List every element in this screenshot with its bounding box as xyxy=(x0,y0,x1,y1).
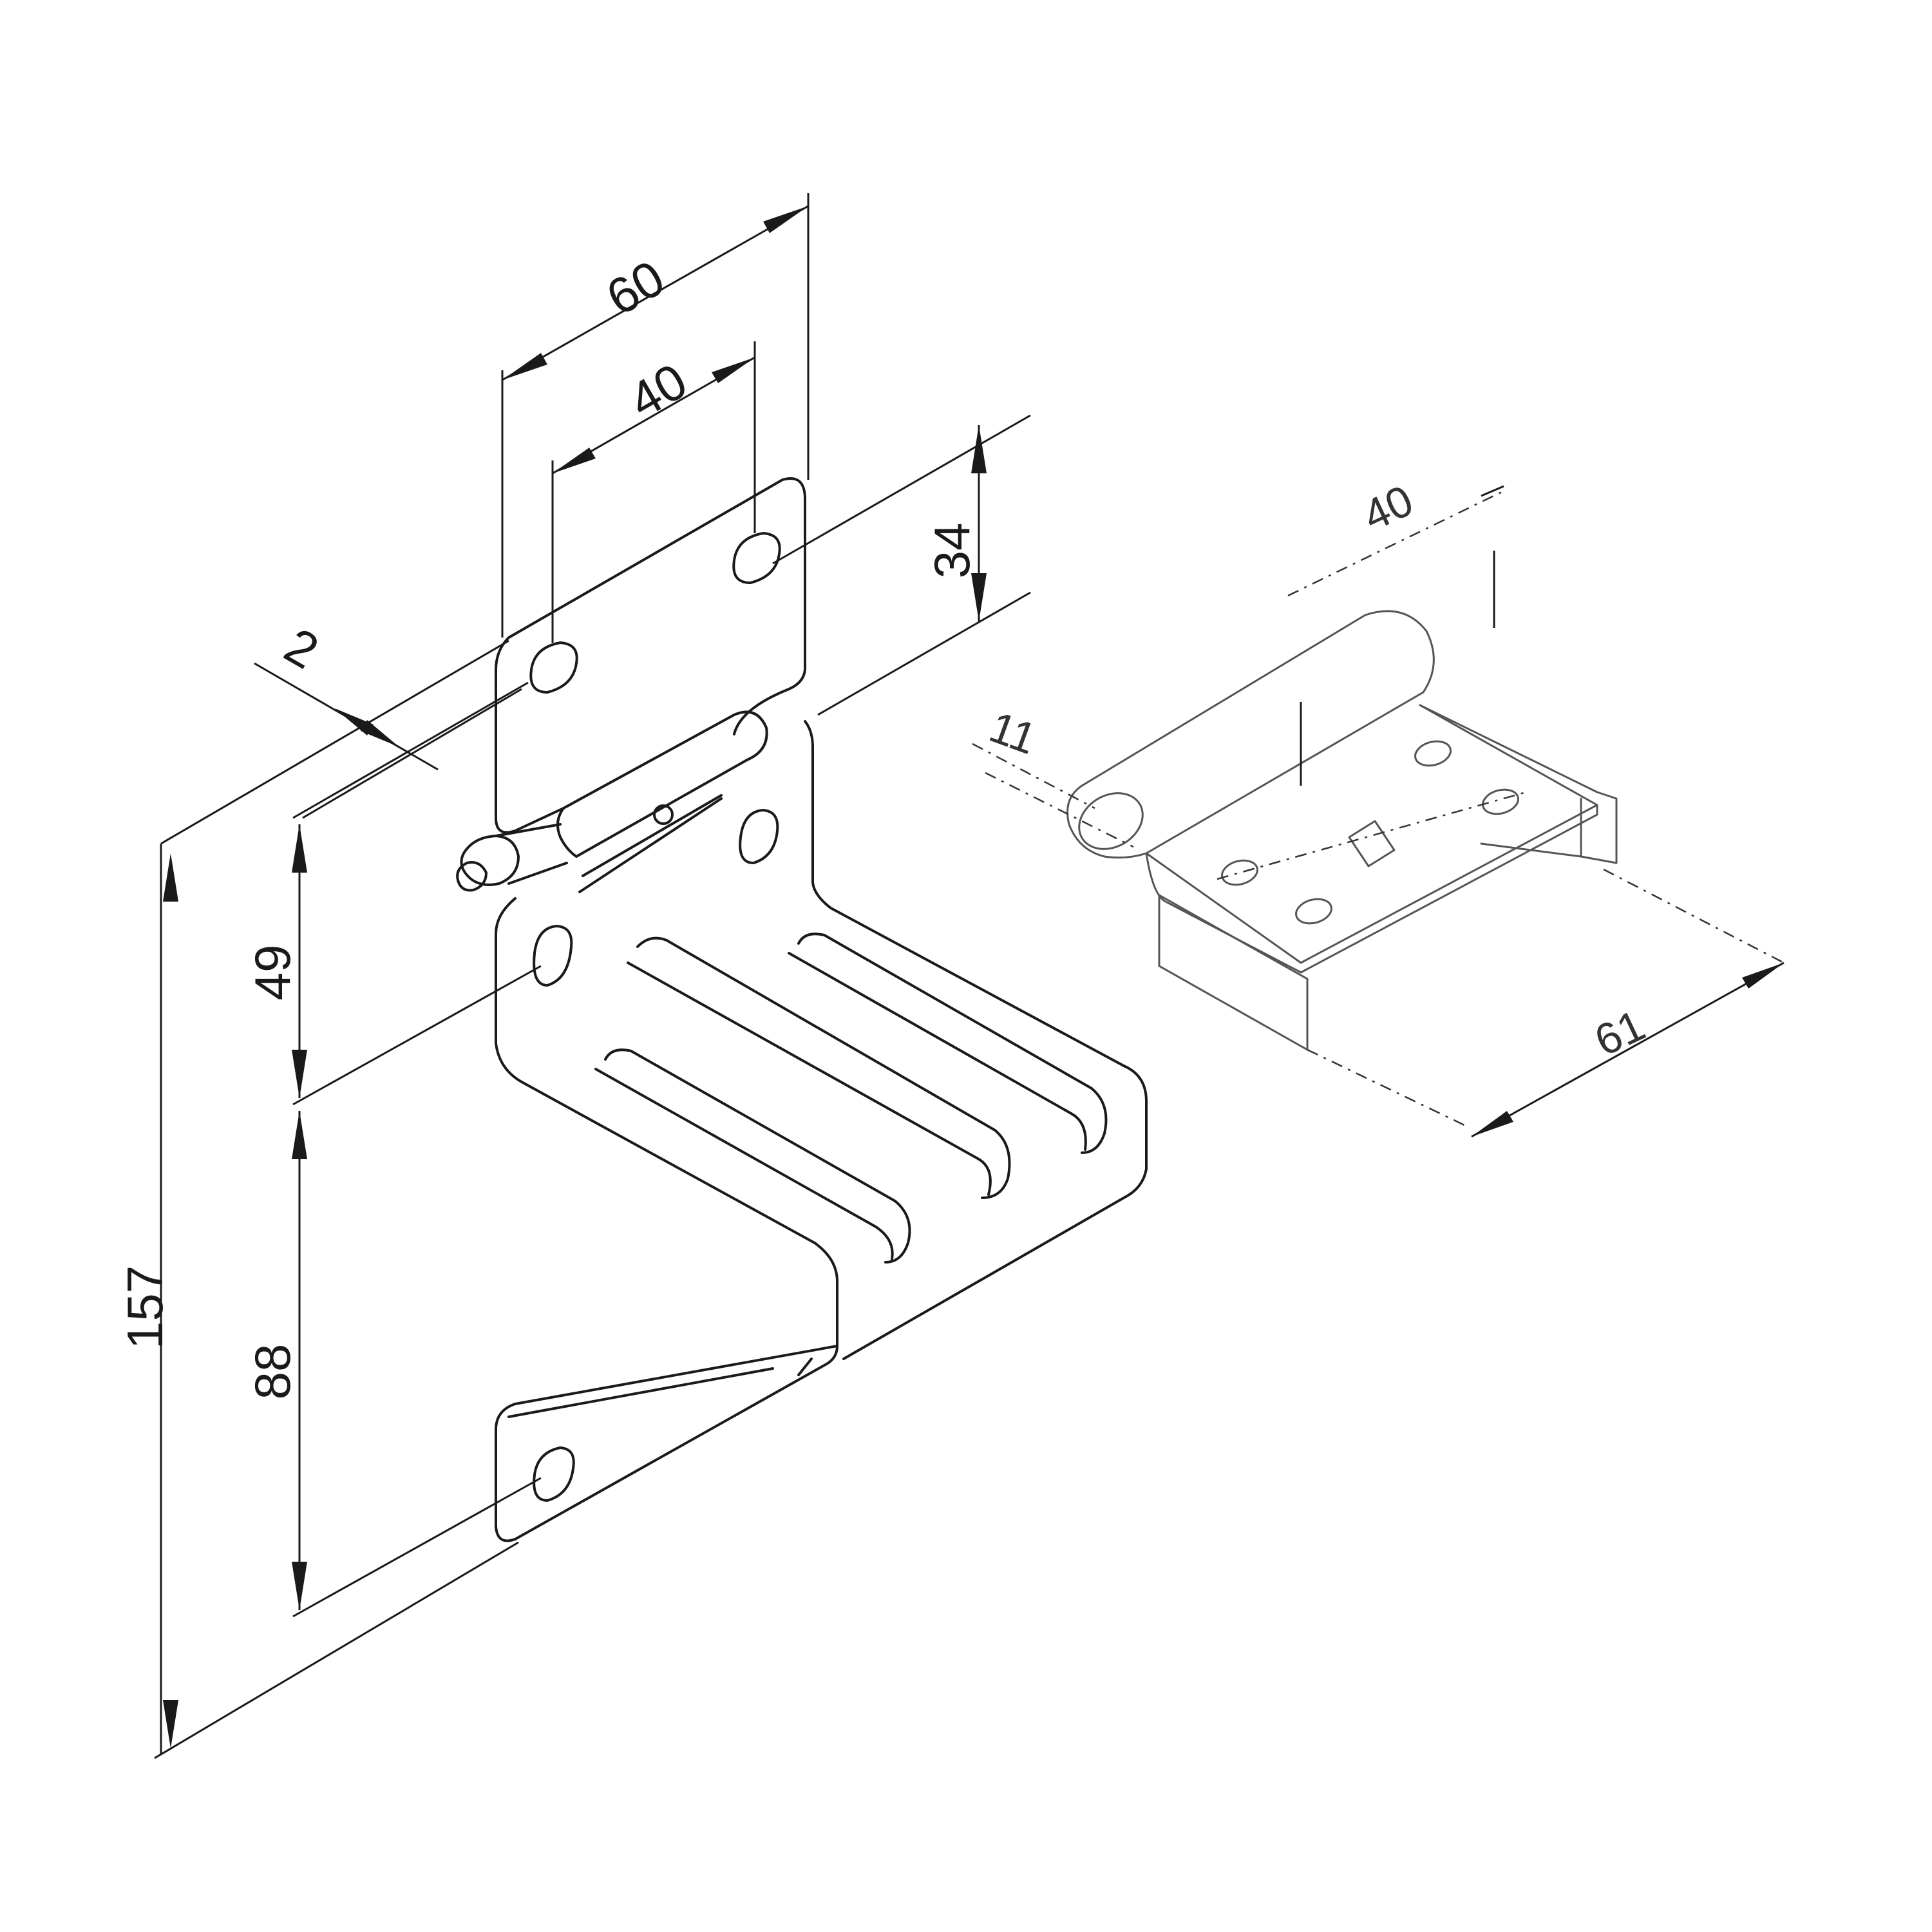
lower-slot-2 xyxy=(533,925,573,987)
dim-hole-spacing-top: 40 xyxy=(620,352,696,430)
hinge-rivet xyxy=(653,804,674,825)
pin-cylinder xyxy=(1081,610,1435,855)
lower-leaf-plate xyxy=(495,720,1125,1244)
dim-overall-width: 60 xyxy=(597,249,674,327)
tray-slot-middle xyxy=(627,936,1011,1199)
side-front-face xyxy=(1158,894,1309,1051)
dim-pin-diameter: 11 xyxy=(983,703,1043,764)
dim-upper-height: 49 xyxy=(244,945,301,1001)
upper-leaf-plate xyxy=(495,477,806,834)
bottom-slot xyxy=(533,1446,575,1502)
dim-side-depth: 61 xyxy=(1587,1001,1653,1066)
side-view: 40 11 61 xyxy=(972,476,1785,1138)
pin-end-ellipse xyxy=(1078,792,1144,850)
hinge-knuckle xyxy=(556,710,768,858)
dim-top-tab-height: 34 xyxy=(923,523,980,579)
dim-thickness: 2 xyxy=(276,617,328,680)
main-bracket-view xyxy=(456,477,1148,1542)
upper-slot-right xyxy=(732,532,781,584)
tray-slot-left xyxy=(594,1048,911,1264)
tray-slot-right xyxy=(788,933,1108,1154)
bottom-mounting-leaf xyxy=(495,1345,838,1542)
hinge-pin-core xyxy=(456,861,488,892)
dim-total-height: 157 xyxy=(117,1265,173,1349)
hinge-knuckle-lower xyxy=(578,794,723,893)
lower-slot-1 xyxy=(739,809,779,864)
square-hole xyxy=(1348,820,1396,867)
tray-outer xyxy=(514,1065,1148,1540)
dim-side-width: 40 xyxy=(1356,476,1421,541)
hinge-pin-end xyxy=(460,835,520,886)
dim-lower-height: 88 xyxy=(244,1344,301,1400)
side-leaf-plate xyxy=(1145,704,1598,974)
upper-slot-left xyxy=(529,641,578,694)
